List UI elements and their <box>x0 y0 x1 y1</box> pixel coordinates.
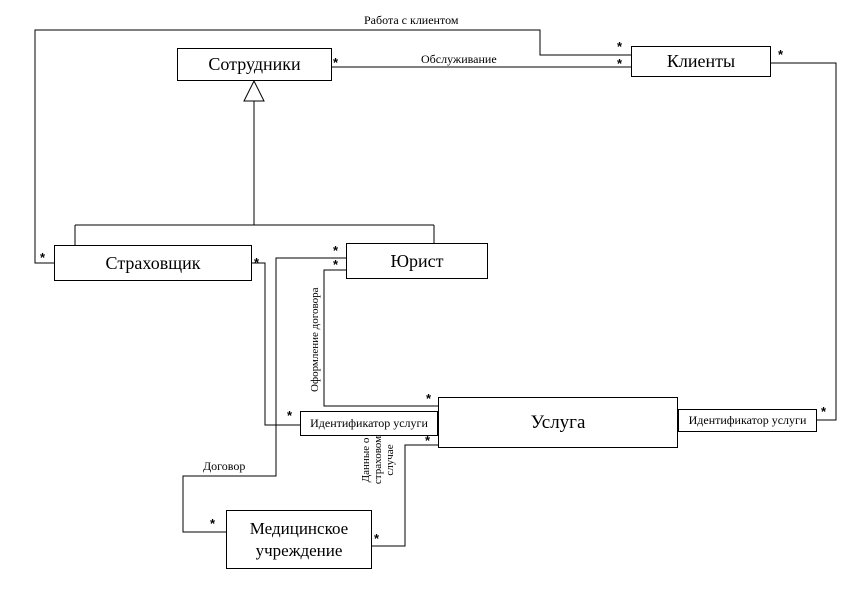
class-employees: Сотрудники <box>177 48 332 81</box>
class-medical-label-line2: учреждение <box>255 540 343 560</box>
class-insurer: Страховщик <box>54 245 252 281</box>
class-clients-label: Клиенты <box>666 51 736 71</box>
multiplicity-clients-service: * <box>778 47 784 62</box>
class-lawyer-label: Юрист <box>390 250 444 271</box>
class-service-label: Услуга <box>530 411 586 433</box>
label-contract-drafting: Оформление договора <box>309 287 321 392</box>
multiplicity-clients-servicing: * <box>617 56 623 71</box>
multiplicity-clients-work: * <box>617 39 623 54</box>
class-service: Услуга <box>438 397 678 448</box>
qualifier-right-service-id: Идентификатор услуги <box>678 409 817 432</box>
label-insured-event-line1: Данные о <box>360 437 372 483</box>
label-insured-event-line3: случае <box>384 444 396 476</box>
multiplicity-lawyer-contract: * <box>333 243 339 258</box>
label-insured-event: Данные о страховом случае <box>360 415 396 505</box>
class-medical-institution: Медицинское учреждение <box>226 510 372 569</box>
insurer-service-line <box>252 262 300 426</box>
label-client-work: Работа с клиентом <box>364 13 459 27</box>
multiplicity-service-drafting: * <box>426 391 432 406</box>
class-insurer-label: Страховщик <box>105 252 201 273</box>
qualifier-left-label: Идентификатор услуги <box>310 416 428 430</box>
contract-drafting-line <box>323 269 438 407</box>
label-contract: Договор <box>203 459 246 473</box>
multiplicity-employees-servicing: * <box>333 55 339 70</box>
multiplicity-service-event: * <box>425 433 431 448</box>
class-medical-label-line1: Медицинское <box>249 518 349 538</box>
client-work-line <box>34 29 631 264</box>
multiplicity-qualifier-left: * <box>287 408 293 423</box>
multiplicity-insurer-work: * <box>40 250 46 265</box>
multiplicity-medical-event: * <box>374 531 380 546</box>
class-employees-label: Сотрудники <box>208 54 301 74</box>
clients-service-line <box>771 62 837 421</box>
multiplicity-lawyer-drafting: * <box>333 257 339 272</box>
generalization-arrowhead <box>243 79 265 102</box>
label-insured-event-line2: страховом <box>372 435 384 485</box>
class-clients: Клиенты <box>631 46 771 77</box>
multiplicity-qualifier-right: * <box>821 404 827 419</box>
multiplicity-insurer-service: * <box>254 255 260 270</box>
qualifier-right-label: Идентификатор услуги <box>688 413 807 427</box>
insured-event-line <box>372 444 438 547</box>
label-servicing: Обслуживание <box>421 52 497 66</box>
contract-line <box>182 257 346 533</box>
multiplicity-medical-contract: * <box>210 516 216 531</box>
class-lawyer: Юрист <box>346 243 488 279</box>
qualifier-left-service-id: Идентификатор услуги <box>300 411 438 436</box>
